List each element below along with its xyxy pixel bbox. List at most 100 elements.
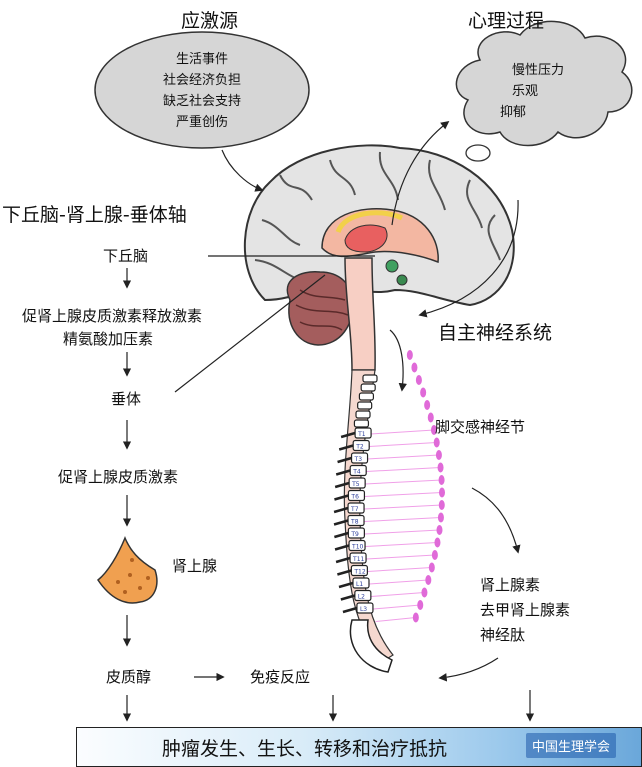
psych-item: 乐观 bbox=[512, 84, 539, 99]
stressor-item: 生活事件 bbox=[175, 52, 228, 67]
ganglion-dot bbox=[406, 350, 413, 360]
ganglion-fiber bbox=[375, 617, 416, 622]
ganglion-fiber bbox=[370, 429, 435, 435]
vertebra-spinous-process bbox=[333, 519, 349, 526]
ganglion-dot bbox=[436, 525, 443, 535]
ganglion-dot bbox=[433, 437, 440, 448]
psych-item: 慢性压力 bbox=[512, 63, 565, 78]
vertebra-label: T1 bbox=[357, 431, 366, 438]
label-cortisol: 皮质醇 bbox=[106, 668, 152, 686]
ganglion-dot bbox=[430, 425, 437, 435]
hormone-item: 肾上腺素 bbox=[480, 576, 541, 594]
label-hypothalamus: 下丘脑 bbox=[103, 247, 149, 265]
cerebellum bbox=[286, 271, 354, 346]
vertebra-spinous-process bbox=[337, 456, 352, 464]
hormone-list: 肾上腺素 去甲肾上腺素 神经肽 bbox=[480, 573, 570, 648]
ganglion-dot bbox=[431, 550, 438, 560]
vertebra-label: T6 bbox=[350, 494, 359, 501]
vertebra-label: T8 bbox=[350, 519, 359, 526]
ganglion-fiber bbox=[365, 467, 441, 472]
brain bbox=[244, 144, 515, 307]
ganglion-dot bbox=[434, 537, 441, 548]
ganglion-fiber bbox=[365, 542, 438, 547]
ganglion-fiber bbox=[364, 492, 443, 497]
arrow-stressor-to-brain bbox=[221, 149, 264, 192]
ganglion-dot bbox=[417, 600, 424, 610]
cervical-vertebra bbox=[362, 374, 378, 383]
vertebra-spinous-process bbox=[338, 581, 354, 589]
ganglion-dot bbox=[438, 475, 445, 485]
arrow-brain-to-psych bbox=[391, 120, 450, 226]
vertebra-spinous-process bbox=[334, 494, 349, 501]
vertebra-spinous-process bbox=[334, 481, 350, 489]
cervical-vertebra bbox=[360, 383, 376, 392]
ganglion-dot bbox=[420, 387, 427, 398]
label-acth: 促肾上腺皮质激素 bbox=[58, 468, 179, 486]
ganglion-dot bbox=[438, 487, 445, 498]
label-adrenal-gland: 肾上腺 bbox=[172, 557, 218, 575]
cervical-vertebra bbox=[355, 410, 371, 419]
ganglion-dot bbox=[412, 612, 419, 623]
vertebra-spinous-process bbox=[340, 594, 356, 601]
ganglion-dot bbox=[425, 575, 432, 585]
hormone-item: 神经肽 bbox=[480, 626, 526, 644]
pituitary-pointer bbox=[174, 274, 326, 393]
ganglion-dot bbox=[421, 587, 428, 598]
ganglion-dot bbox=[435, 450, 442, 460]
outcome-text: 肿瘤发生、生长、转移和治疗抵抗 bbox=[162, 738, 448, 760]
ganglion-dot bbox=[428, 562, 435, 573]
psych-list: 慢性压力 乐观 抑郁 bbox=[500, 60, 564, 123]
vertebra-spinous-process bbox=[335, 469, 351, 476]
stressor-item: 社会经济负担 bbox=[162, 73, 241, 88]
ganglion-dot bbox=[437, 462, 444, 473]
ganglion-fiber bbox=[364, 504, 442, 510]
vertebra-label: T11 bbox=[352, 556, 364, 563]
stressor-cloud bbox=[94, 31, 310, 149]
vertebra-label: T3 bbox=[354, 456, 363, 463]
arrow-psych-to-ans bbox=[418, 199, 519, 318]
vertebra-label: L1 bbox=[356, 581, 363, 588]
vertebra-spinous-process bbox=[333, 506, 349, 514]
vertebra-spinous-process bbox=[340, 431, 356, 439]
ganglion-fiber bbox=[369, 579, 429, 585]
psych-item: 抑郁 bbox=[500, 105, 527, 120]
vertebra-spinous-process bbox=[334, 531, 349, 539]
ganglion-fiber bbox=[371, 592, 425, 597]
vertebra-spinous-process bbox=[338, 444, 354, 451]
vertebra-label: L3 bbox=[360, 606, 367, 613]
vertebra-label: T2 bbox=[355, 444, 364, 451]
vertebra-label: T4 bbox=[352, 469, 361, 476]
cervical-vertebra bbox=[358, 392, 375, 401]
ganglion-fiber bbox=[368, 442, 437, 447]
ganglion-fiber bbox=[367, 454, 439, 460]
ganglion-dot bbox=[415, 375, 422, 385]
vertebra-label: T5 bbox=[351, 481, 360, 488]
ganglion-dot bbox=[424, 400, 431, 410]
arrow-ganglion-to-hormones bbox=[471, 487, 521, 554]
label-crh: 促肾上腺皮质激素释放激素 bbox=[22, 307, 203, 325]
label-pituitary: 垂体 bbox=[111, 390, 142, 408]
label-sympathetic-ganglion: 脚交感神经节 bbox=[435, 418, 526, 436]
cervical-vertebra bbox=[353, 419, 370, 428]
label-avp: 精氨酸加压素 bbox=[63, 330, 154, 348]
vertebra-spinous-process bbox=[335, 556, 351, 564]
vertebra-label: T12 bbox=[353, 569, 365, 576]
arrow-to-ganglion bbox=[389, 329, 407, 392]
ganglion-dot bbox=[411, 362, 418, 373]
header-autonomic-nervous-system: 自主神经系统 bbox=[438, 322, 553, 344]
ganglion-fiber bbox=[364, 479, 442, 485]
vertebra-spinous-process bbox=[342, 606, 358, 614]
sacrum bbox=[349, 619, 393, 673]
ganglion-dot bbox=[427, 412, 434, 423]
vertebra-label: T7 bbox=[350, 506, 359, 513]
ganglion-fiber bbox=[364, 517, 441, 522]
vertebra-label: L2 bbox=[358, 594, 365, 601]
header-stressors: 应激源 bbox=[181, 10, 239, 32]
ganglion-fiber bbox=[367, 567, 432, 572]
arrow-hormones-to-immune bbox=[438, 657, 499, 682]
stressor-item: 严重创伤 bbox=[175, 115, 228, 130]
ganglion-fiber bbox=[373, 604, 421, 610]
vertebra-label: T9 bbox=[350, 531, 359, 538]
